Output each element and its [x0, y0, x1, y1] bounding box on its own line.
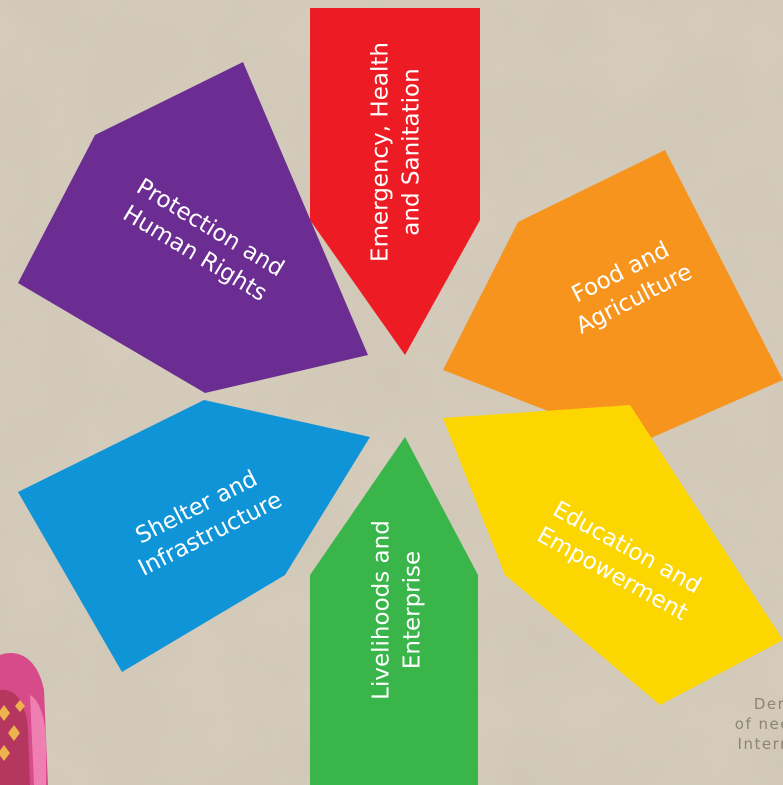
note-line-1: Deri [753, 695, 783, 713]
petal-education-shape [443, 405, 783, 705]
petal-education: Education andEmpowerment [443, 405, 783, 705]
petal-emergency-label-line: Emergency, Health [368, 42, 394, 262]
petal-protection: Protection andHuman Rights [18, 62, 368, 393]
person-photo-fragment [0, 653, 48, 785]
petal-emergency-shape [310, 8, 480, 355]
note-line-3: Intern [737, 735, 783, 753]
petal-protection-shape [18, 62, 368, 393]
petal-shelter: Shelter andInfrastructure [18, 400, 370, 672]
note-line-2: of nee [734, 715, 783, 733]
source-note: Deri of nee Intern [661, 694, 783, 754]
petal-food: Food andAgriculture [443, 150, 783, 445]
petal-emergency-label-line: and Sanitation [399, 68, 425, 235]
petal-livelihoods-shape [310, 437, 478, 785]
petal-food-shape [443, 150, 783, 445]
petal-shelter-shape [18, 400, 370, 672]
petal-livelihoods-label-line: Enterprise [400, 551, 426, 669]
petal-livelihoods-label-line: Livelihoods and [369, 520, 395, 700]
